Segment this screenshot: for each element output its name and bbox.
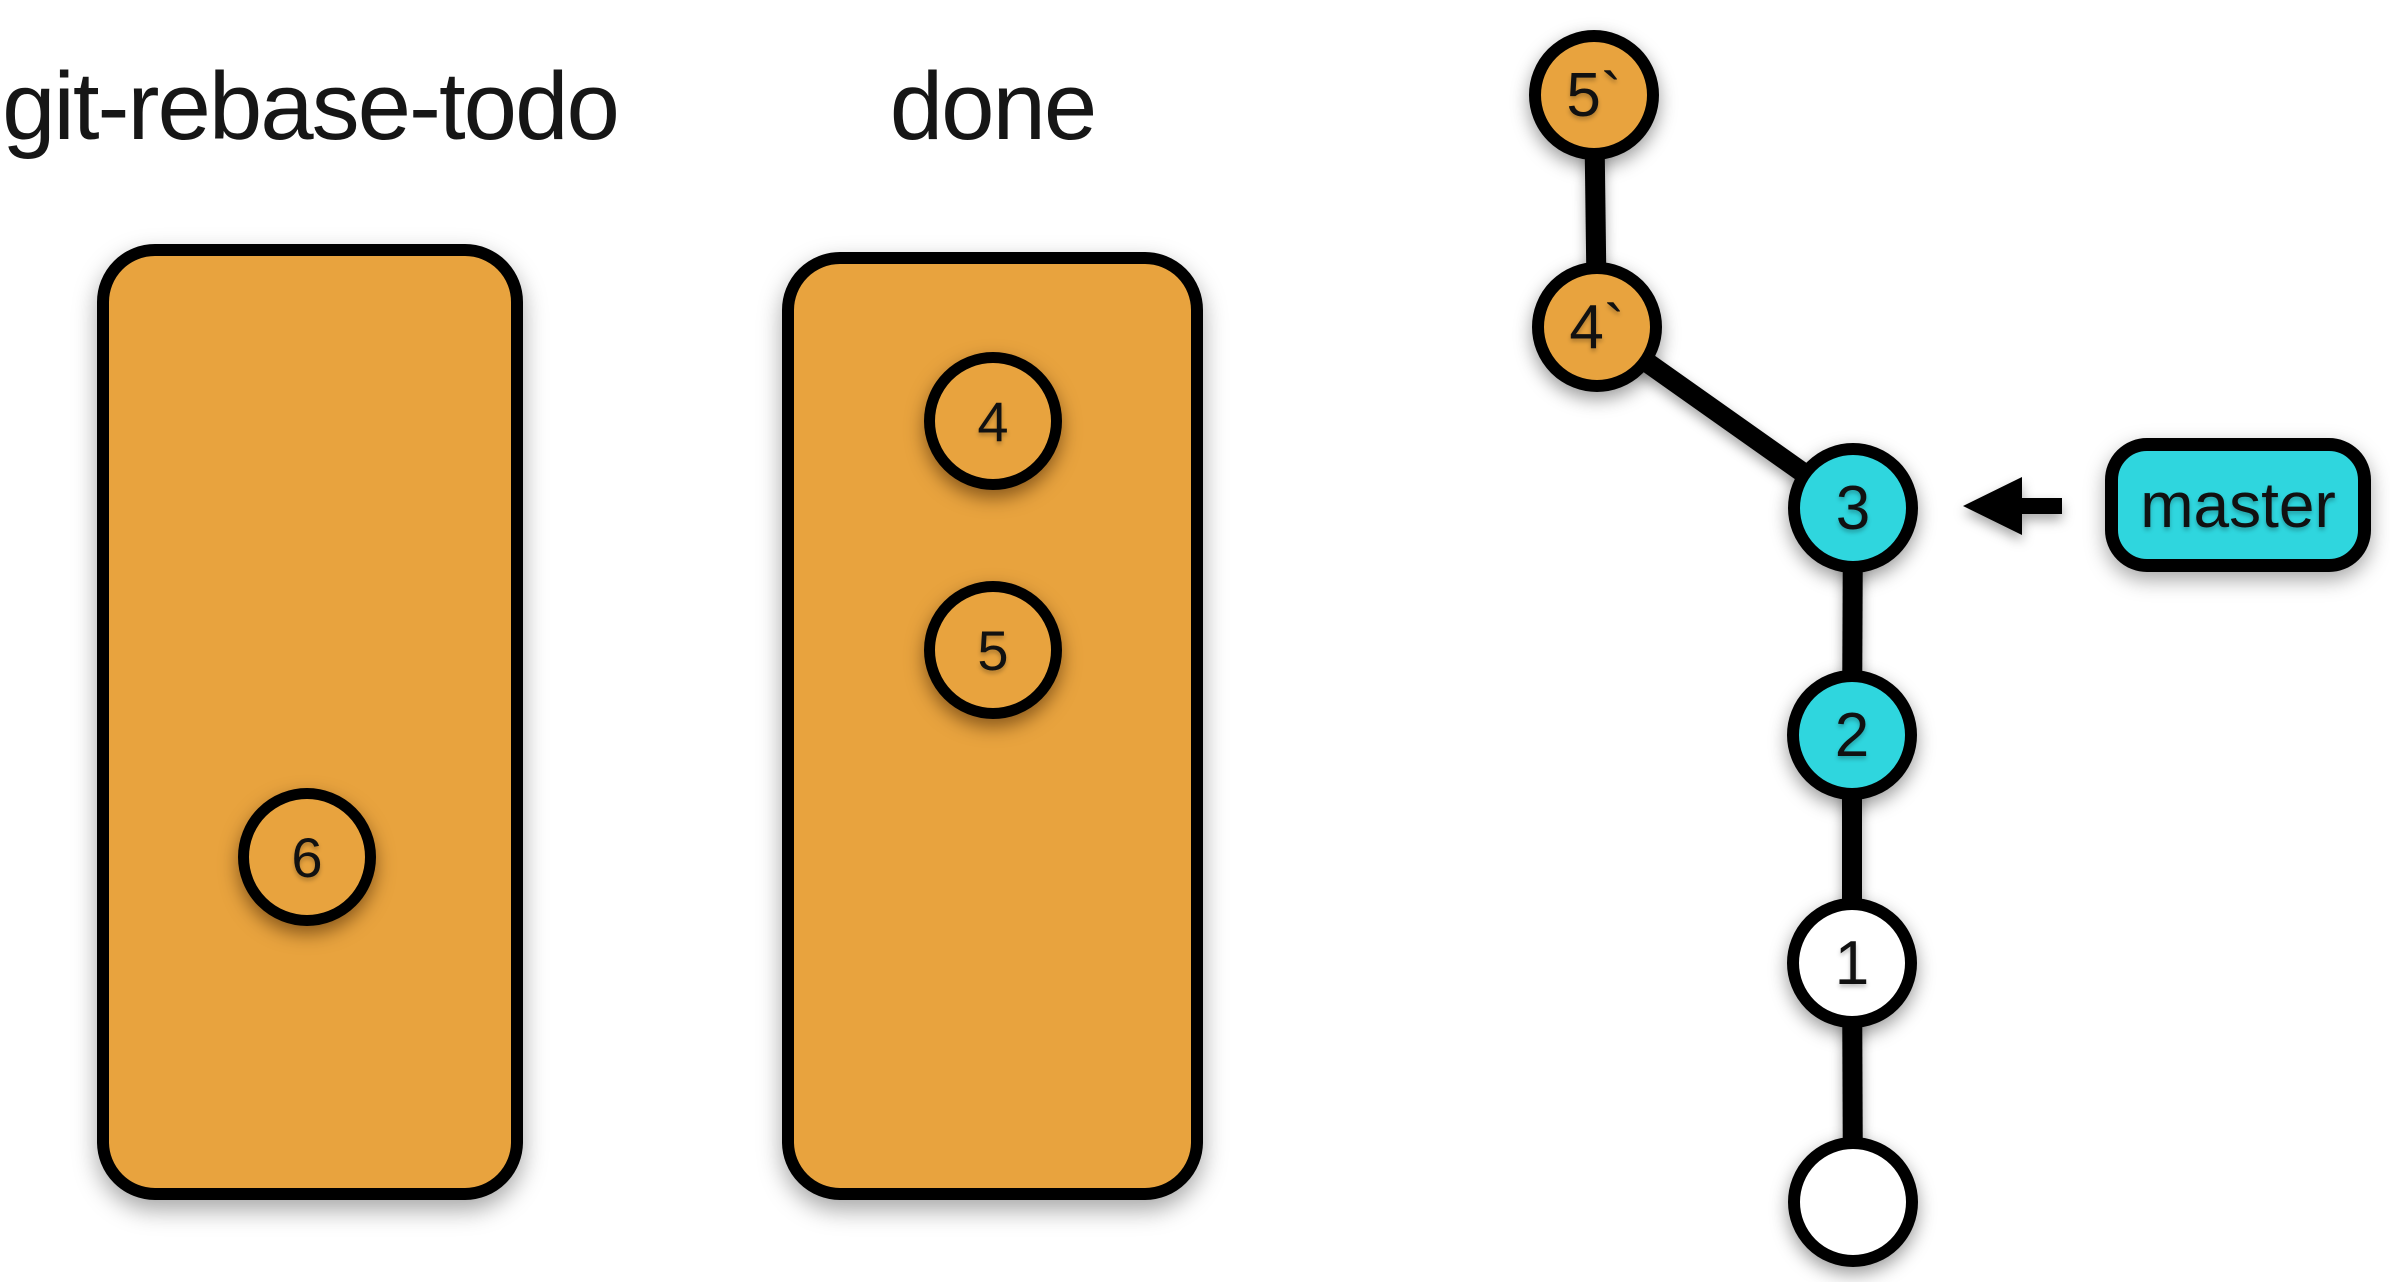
done-commit-5: 5 bbox=[924, 581, 1062, 719]
commit-label: 5 bbox=[977, 618, 1009, 682]
todo-commit-6: 6 bbox=[238, 788, 376, 926]
todo-column-title: git-rebase-todo bbox=[2, 53, 620, 160]
commit-label: 4 bbox=[977, 389, 1009, 453]
node-label: 3 bbox=[1835, 473, 1871, 543]
master-arrow-icon bbox=[1963, 477, 2062, 535]
master-branch-badge: master bbox=[2105, 438, 2371, 572]
graph-node-1: 1 bbox=[1787, 898, 1917, 1028]
graph-node-5-prime: 5` bbox=[1529, 30, 1659, 160]
graph-node-2: 2 bbox=[1787, 670, 1917, 800]
done-commit-4: 4 bbox=[924, 352, 1062, 490]
graph-node-3: 3 bbox=[1788, 443, 1918, 573]
graph-node-4-prime: 4` bbox=[1532, 262, 1662, 392]
node-label: 2 bbox=[1834, 700, 1870, 770]
todo-panel bbox=[97, 244, 523, 1200]
branch-label: master bbox=[2140, 469, 2336, 541]
node-label: 4` bbox=[1569, 292, 1625, 362]
node-label: 5` bbox=[1566, 60, 1622, 130]
done-column-title: done bbox=[889, 53, 1098, 160]
graph-node-root bbox=[1788, 1137, 1918, 1267]
commit-label: 6 bbox=[291, 825, 323, 889]
node-label: 1 bbox=[1834, 928, 1870, 998]
